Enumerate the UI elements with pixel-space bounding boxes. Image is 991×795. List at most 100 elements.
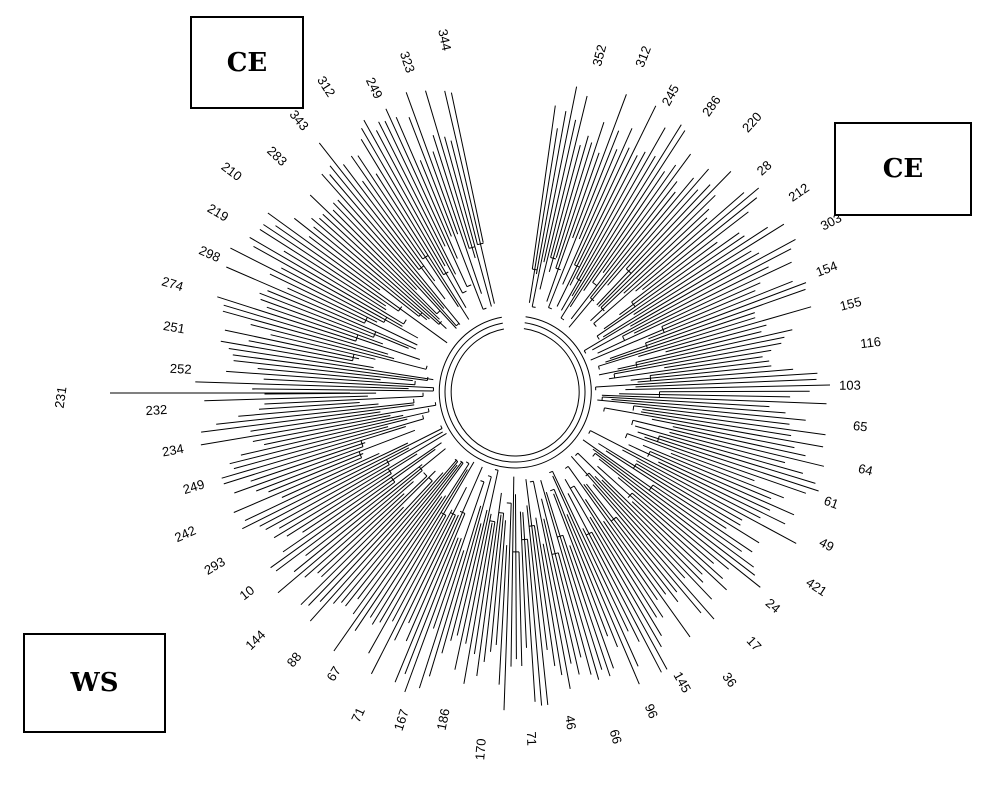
dendrogram-branch (542, 543, 571, 689)
dendrogram-branch (503, 503, 512, 711)
dendrogram-branch (444, 90, 495, 304)
leaf-label: 352 (589, 43, 609, 68)
dendrogram-node-arc (549, 470, 553, 474)
dendrogram-branch (589, 516, 662, 637)
dendrogram-branch (268, 453, 364, 493)
dendrogram-branch (596, 235, 745, 337)
dendrogram-branch (602, 223, 785, 338)
dendrogram-branch (450, 523, 482, 641)
dendrogram-branch (242, 428, 443, 530)
dendrogram-branch (592, 164, 677, 283)
dendrogram-branch (313, 226, 428, 321)
dendrogram-branch (548, 130, 620, 308)
dendrogram-node-arc (455, 323, 460, 327)
dendrogram-branch (345, 464, 458, 607)
dendrogram-branch (419, 160, 452, 237)
dendrogram-branch (574, 147, 630, 266)
dendrogram-branch (266, 306, 420, 360)
group-label-ws: WS (70, 668, 119, 698)
dendrogram-branch (583, 250, 752, 352)
dendrogram-branch (264, 392, 377, 395)
dendrogram-branch (425, 90, 476, 259)
dendrogram-branch (281, 267, 385, 323)
group-label-ce-right: CE (882, 154, 924, 184)
dendrogram-branch (363, 119, 446, 267)
leaf-label: 64 (857, 461, 875, 479)
dendrogram-branch (525, 479, 548, 650)
dendrogram-node-arc (465, 461, 470, 465)
dendrogram-branch (637, 368, 794, 383)
dendrogram-branch (441, 476, 492, 654)
dendrogram-branch (343, 164, 446, 300)
dendrogram-branch (450, 92, 484, 243)
dendrogram-branch (311, 217, 430, 320)
dendrogram-branch (418, 550, 465, 689)
dendrogram-branch (601, 479, 704, 583)
dendrogram-branch (286, 453, 418, 537)
dendrogram-branch (528, 128, 558, 303)
dendrogram-branch (526, 505, 549, 705)
dendrogram-branch (583, 484, 667, 595)
dendrogram-branch (267, 290, 409, 349)
dendrogram-branch (267, 212, 448, 344)
dendrogram-node-arc (632, 405, 635, 411)
leaf-label: 283 (264, 143, 290, 169)
dendrogram-branch (592, 484, 702, 614)
dendrogram-node-arc (489, 520, 495, 523)
leaf-label: 220 (739, 109, 765, 135)
leaf-label: 154 (814, 258, 840, 280)
dendrogram-branch (293, 448, 446, 573)
dendrogram-branch (281, 452, 380, 498)
dendrogram-branch (572, 94, 627, 239)
dendrogram-branch (532, 481, 572, 664)
dendrogram-branch (244, 442, 409, 522)
dendrogram-branch (217, 296, 356, 342)
dendrogram-branch (659, 435, 816, 484)
dendrogram-node-arc (548, 307, 553, 310)
dendrogram-branch (308, 506, 404, 606)
dendrogram-branch (329, 165, 461, 325)
dendrogram-node-arc (631, 420, 634, 426)
leaf-label: 421 (803, 575, 829, 600)
dendrogram-branch (609, 288, 806, 359)
leaf-label: 145 (670, 669, 694, 695)
dendrogram-node-arc (575, 452, 579, 456)
leaf-label: 186 (434, 707, 453, 731)
leaf-label: 286 (699, 93, 724, 119)
dendrogram-branch (432, 151, 482, 294)
leaf-label: 298 (197, 243, 223, 265)
dendrogram-branch (569, 155, 638, 286)
dendrogram-branch (259, 228, 387, 311)
dendrogram-branch (318, 142, 420, 270)
dendrogram-branch (598, 443, 760, 544)
dendrogram-branch (233, 426, 389, 470)
dendrogram-branch (605, 450, 727, 529)
dendrogram-branch (384, 120, 446, 247)
dendrogram-branch (645, 282, 807, 344)
dendrogram-branch (540, 480, 600, 680)
dendrogram-branch (256, 429, 416, 492)
leaf-label: 88 (284, 649, 305, 670)
leaf-label: 249 (181, 476, 206, 497)
dendrogram-branch (557, 552, 592, 675)
dendrogram-node-arc (425, 365, 428, 370)
dendrogram-branch (408, 117, 484, 310)
dendrogram-branch (543, 518, 580, 675)
leaf-label: 312 (632, 44, 654, 70)
dendrogram-branch (577, 452, 703, 575)
dendrogram-branch (552, 475, 639, 667)
dendrogram-branch (601, 394, 827, 405)
dendrogram-node-arc (403, 319, 407, 325)
leaf-label: 49 (817, 535, 837, 555)
dendrogram-node-arc (482, 307, 487, 310)
dendrogram-branch (394, 514, 456, 641)
leaf-label: 167 (391, 707, 412, 732)
dendrogram-branch (263, 378, 434, 389)
dendrogram-branch (259, 292, 374, 338)
dendrogram-branch (535, 517, 563, 676)
dendrogram-branch (463, 522, 493, 684)
leaf-label: 61 (822, 493, 841, 512)
dendrogram-branch (265, 431, 443, 531)
dendrogram-branch (432, 481, 485, 629)
dendrogram-branch (352, 462, 464, 615)
